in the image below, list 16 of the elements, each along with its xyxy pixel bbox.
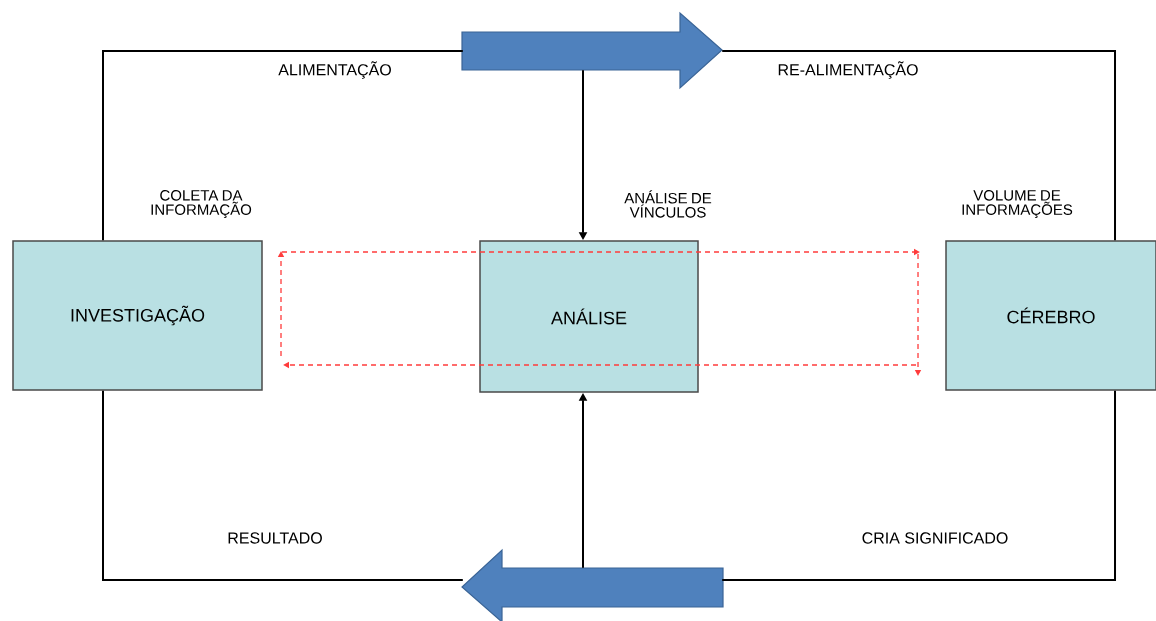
- label-text: ANÁLISE DE VÍNCULOS: [624, 190, 712, 218]
- process-box: INVESTIGAÇÃO: [12, 240, 263, 391]
- connector-line: [102, 50, 464, 242]
- connector-line: [721, 50, 1116, 242]
- label-text: VOLUME DE INFORMAÇÕES: [962, 190, 1073, 218]
- label-text: RE-ALIMENTAÇÃO: [778, 61, 918, 79]
- label-text: RESULTADO: [228, 532, 322, 544]
- label-text: COLETA DA INFORMAÇÃO: [151, 190, 252, 218]
- connector-line: [721, 389, 1116, 581]
- connector-line: [102, 389, 464, 581]
- process-box: CÉREBRO: [945, 240, 1156, 391]
- block-arrow: [461, 11, 723, 90]
- label-text: CRIA SIGNIFICADO: [862, 532, 1008, 544]
- label-text: ALIMENTAÇÃO: [278, 61, 391, 79]
- block-arrow: [461, 548, 724, 621]
- process-box: ANÁLISE: [479, 240, 699, 393]
